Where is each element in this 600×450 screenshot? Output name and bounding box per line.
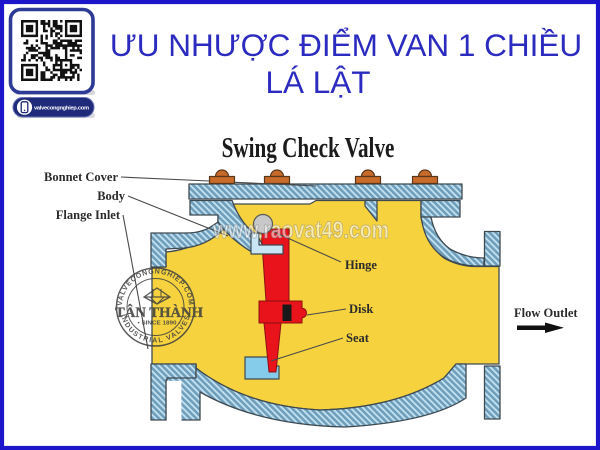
svg-text:Flow Outlet: Flow Outlet: [514, 306, 578, 320]
svg-text:Flange Inlet: Flange Inlet: [56, 208, 121, 222]
svg-text:www.raovat49.com: www.raovat49.com: [212, 217, 389, 244]
svg-text:Seat: Seat: [346, 331, 370, 345]
svg-text:ƯU NHƯỢC ĐIỂM VAN 1 CHIỀU: ƯU NHƯỢC ĐIỂM VAN 1 CHIỀU: [110, 27, 582, 63]
svg-text:Body: Body: [97, 189, 126, 203]
svg-text:Swing Check Valve: Swing Check Valve: [222, 132, 395, 164]
svg-text:TÂN THÀNH: TÂN THÀNH: [115, 304, 203, 321]
svg-text:• SINCE 1890 •: • SINCE 1890 •: [138, 321, 181, 327]
svg-text:valvecongnghiep.com: valvecongnghiep.com: [34, 106, 89, 112]
svg-text:Disk: Disk: [349, 302, 373, 316]
svg-text:LÁ LẬT: LÁ LẬT: [265, 64, 370, 100]
svg-text:Hinge: Hinge: [345, 258, 377, 272]
svg-text:Bonnet Cover: Bonnet Cover: [44, 170, 118, 184]
